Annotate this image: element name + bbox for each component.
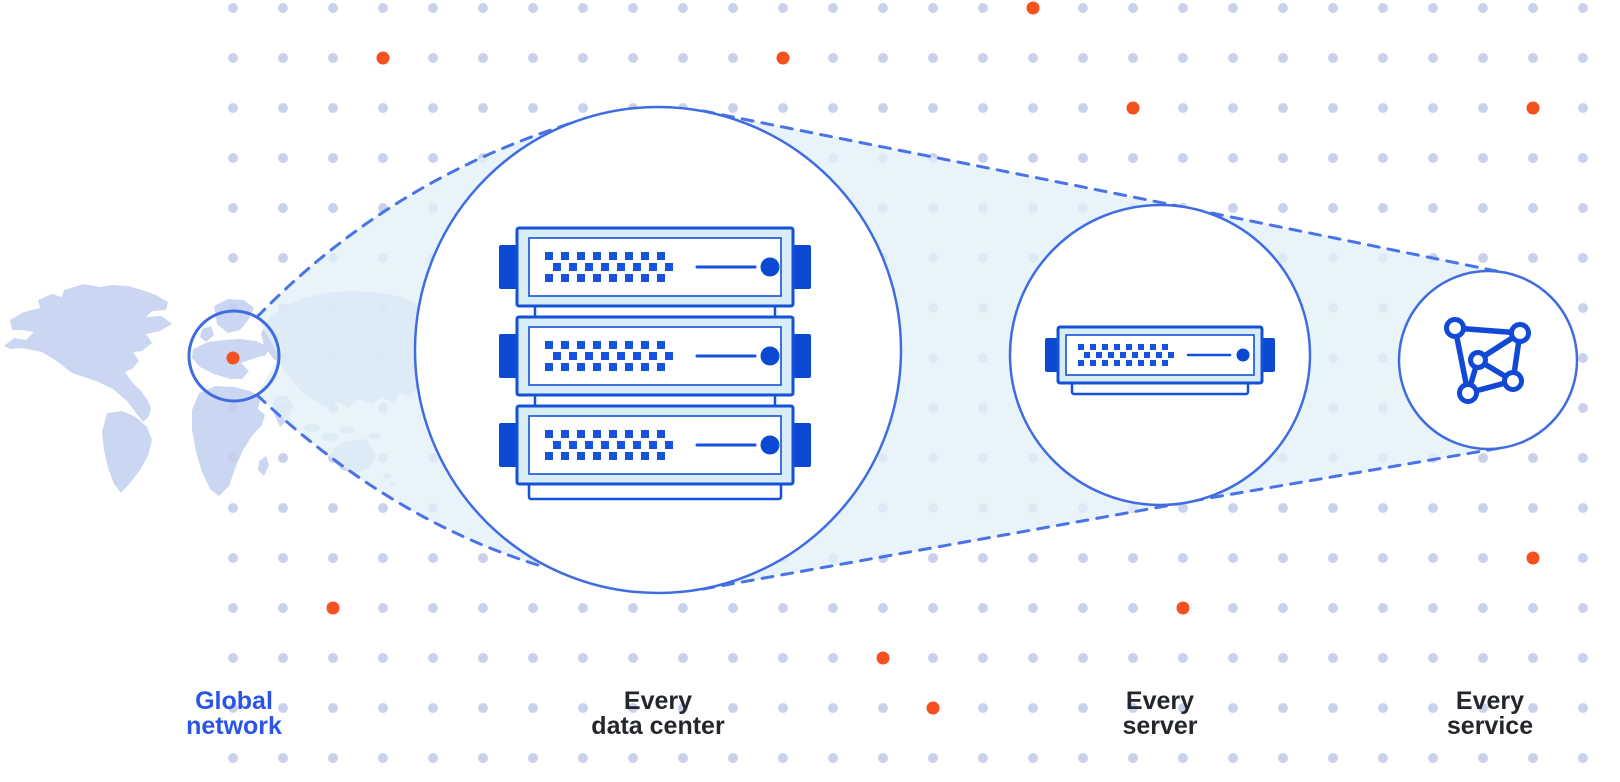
- dashed-edge-3-bottom: [1190, 445, 1508, 503]
- dashed-edge-2-bottom: [701, 500, 1190, 591]
- label-line: Every: [623, 687, 693, 715]
- label-line: network: [186, 712, 282, 740]
- label-line: server: [1122, 712, 1198, 740]
- label-line: data center: [591, 712, 725, 740]
- mesh-node-center: [1468, 350, 1488, 370]
- label-line: service: [1446, 712, 1534, 740]
- mesh-node-top-left: [1444, 317, 1466, 339]
- region-scandinavia: [214, 299, 254, 333]
- rack-server-3: [497, 404, 813, 486]
- mesh-node-top-right: [1509, 322, 1531, 344]
- label-line: Every: [1125, 687, 1195, 715]
- server-icon: [1045, 325, 1275, 396]
- map-region-circle: [187, 309, 281, 403]
- continent-north-america: [4, 284, 172, 422]
- server-rack-x3-icon: [497, 226, 813, 501]
- label-line: Every: [1455, 687, 1525, 715]
- label-every-service: Every service: [1447, 689, 1533, 739]
- label-line: Global: [195, 687, 273, 715]
- mesh-node-bottom-right: [1502, 370, 1524, 392]
- mesh-node-bottom-left: [1457, 382, 1479, 404]
- label-every-data-center: Every data center: [591, 689, 724, 739]
- island-madagascar: [258, 456, 269, 476]
- rack-server-1: [497, 226, 813, 308]
- label-every-server: Every server: [1122, 689, 1197, 739]
- region-uk: [200, 326, 214, 342]
- dashed-edge-1-top: [255, 121, 574, 319]
- continent-africa: [192, 386, 265, 496]
- dashed-edge-3-top: [1190, 207, 1508, 275]
- label-global-network: Global network: [186, 689, 282, 739]
- dashed-edge-2-top: [701, 109, 1190, 210]
- network-mesh-icon: [1444, 317, 1531, 404]
- dashed-edge-1-bottom: [255, 393, 543, 568]
- accent-dots: [226, 1, 1540, 715]
- rack-server-2: [497, 315, 813, 397]
- continent-greenland: [80, 290, 116, 317]
- continent-south-america: [102, 411, 152, 493]
- beam-dashed-lines: [255, 109, 1508, 591]
